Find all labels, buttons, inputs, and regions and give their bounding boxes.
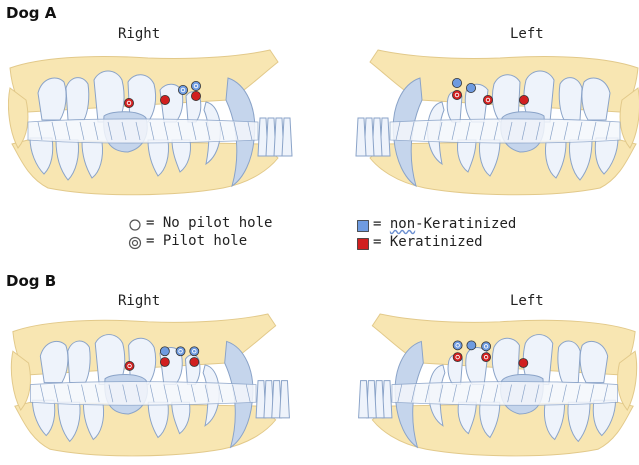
dog-a-right-implant-marker-1 [160,95,169,104]
dog-b-right-implant-marker-0 [125,361,134,370]
dog-b-right-implant-marker-2 [160,358,169,367]
legend-non-keratinized-rest: -Keratinized [415,216,516,232]
legend-keratinized: = Keratinized [373,234,483,250]
dog-b-right-implant-marker-3 [176,347,185,356]
dog-a-right-implant-marker-4 [191,91,200,100]
legend-non-keratinized-word: non [390,216,415,232]
dog-b-left-upper-tooth [558,341,580,383]
dog-a-left-implant-marker-0 [452,78,461,87]
dog-b-left-implant-marker-1 [467,341,476,350]
dog-b-right-label: Right [118,293,160,309]
legend-no-pilot-hole: = No pilot hole [146,215,272,231]
dog-a-left-label: Left [510,26,544,42]
dog-b-left-implant-marker-2 [482,342,491,351]
dog-b-left-implant-marker-0 [453,341,462,350]
dog-b-right-jaw [8,312,308,464]
dog-a-right-implant-marker-3 [191,81,200,90]
dog-a-left-jaw-group [356,50,639,195]
dog-b-right-occlusal-band [31,382,257,406]
dog-b-left-jaw [340,312,639,464]
no-pilot-hole-icon [128,218,142,232]
dog-a-left-occlusal-band [390,119,620,143]
dog-b-title: Dog B [6,272,56,290]
dog-b-left-jaw-group [359,314,637,456]
dog-b-left-implant-marker-4 [482,353,491,362]
dog-b-right-implant-marker-4 [190,347,199,356]
dog-b-left-upper-tooth [580,341,608,382]
legend-non-keratinized-prefix: = [373,216,390,232]
dog-a-left-upper-tooth [582,78,610,120]
legend-non-keratinized: = non-Keratinized [373,216,516,232]
dog-a-right-occlusal-band [28,119,258,143]
dog-b-right-incisor-tooth [280,381,290,418]
dog-b-right-upper-tooth [68,341,90,383]
dog-a-left-implant-marker-2 [452,90,461,99]
dog-b-right-upper-tooth [40,341,68,382]
dog-b-right-implant-marker-1 [160,347,169,356]
non-keratinized-swatch-icon [357,220,369,232]
keratinized-swatch-icon [357,238,369,250]
dog-a-left-jaw [340,48,639,203]
legend-pilot-hole: = Pilot hole [146,233,247,249]
pilot-hole-icon [128,236,142,250]
dog-b-left-label: Left [510,293,544,309]
dog-a-right-jaw-group [8,50,292,195]
dog-a-right-implant-marker-0 [124,98,133,107]
dog-a-right-upper-tooth [38,78,66,120]
dog-b-left-occlusal-band [392,382,618,406]
dog-a-left-incisor-tooth [356,118,366,156]
dog-a-left-implant-marker-4 [519,95,528,104]
dog-b-left-implant-marker-3 [453,353,462,362]
dog-b-left-incisor-tooth [359,381,369,418]
dog-a-right-jaw [8,48,308,203]
dog-a-right-upper-tooth [66,78,89,120]
dog-a-left-implant-marker-1 [466,83,475,92]
dog-a-right-implant-marker-2 [178,85,187,94]
dog-b-left-implant-marker-5 [519,358,528,367]
dog-a-left-upper-tooth [559,78,582,120]
dog-b-right-implant-marker-5 [190,358,199,367]
dog-a-right-label: Right [118,26,160,42]
dog-a-right-incisor-tooth [282,118,292,156]
dog-a-left-implant-marker-3 [483,95,492,104]
dog-b-right-jaw-group [11,314,289,456]
dog-a-title: Dog A [6,4,56,22]
